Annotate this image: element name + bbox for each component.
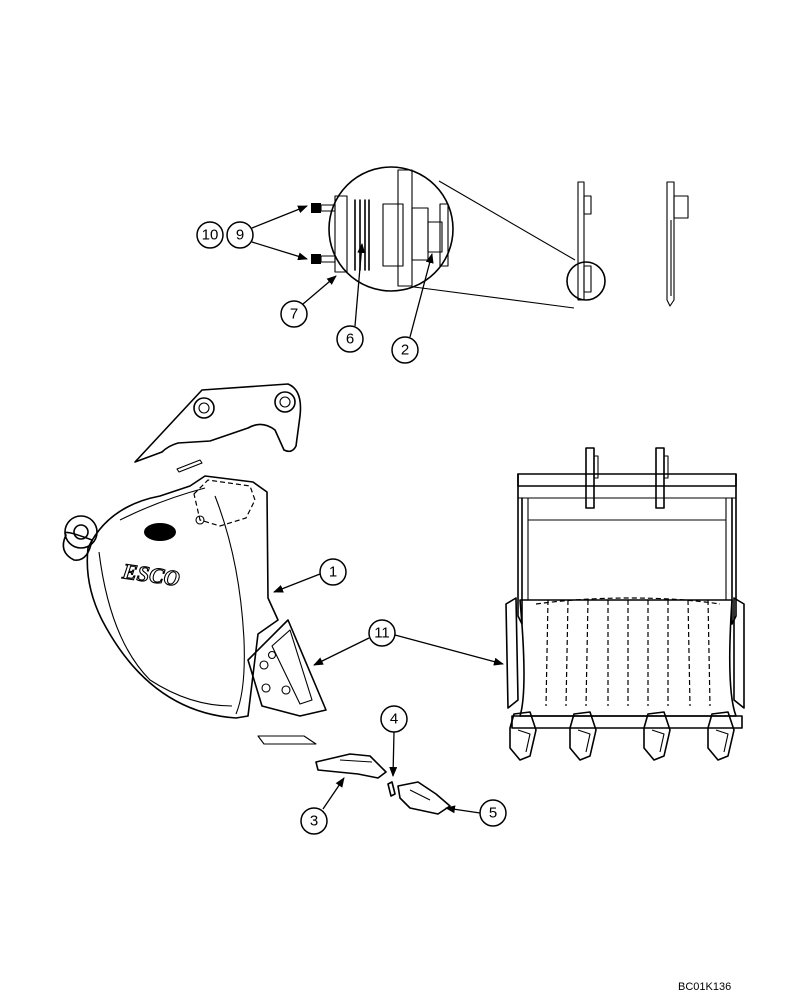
svg-text:5: 5 — [489, 805, 497, 822]
callout-10: 10 — [196, 221, 224, 249]
callout-9: 9 — [226, 221, 254, 249]
bolt-lower — [311, 254, 336, 264]
svg-text:2: 2 — [401, 342, 409, 359]
side-plate-front — [577, 181, 592, 301]
svg-text:10: 10 — [202, 227, 219, 244]
svg-text:1: 1 — [329, 564, 337, 581]
callout-7: 7 — [280, 300, 308, 328]
svg-text:11: 11 — [374, 625, 390, 642]
svg-text:3: 3 — [310, 813, 318, 830]
callout-6: 6 — [336, 325, 364, 353]
side-cutter — [247, 619, 327, 717]
drawing-code: BC01K136 — [678, 981, 731, 993]
svg-text:4: 4 — [390, 711, 398, 728]
bucket-side-view: ESCO 1 — [62, 383, 347, 745]
svg-text:7: 7 — [290, 306, 298, 323]
callout-2: 2 — [391, 336, 419, 364]
callout-11: 11 — [368, 619, 396, 647]
side-cutter-detail: 10 9 7 6 2 — [196, 166, 689, 364]
bolt-upper — [311, 203, 336, 213]
bucket-front-view: 11 — [313, 447, 745, 761]
callout-3: 3 — [300, 807, 328, 835]
front-teeth — [509, 711, 735, 761]
callout-5: 5 — [479, 799, 507, 827]
callout-4: 4 — [380, 705, 408, 733]
callout-1: 1 — [319, 558, 347, 586]
tooth-parts: 3 4 5 — [300, 705, 507, 835]
side-plate-side — [666, 181, 689, 307]
svg-text:9: 9 — [236, 227, 244, 244]
logo-decal: ESCO — [119, 558, 182, 592]
svg-text:ESCO: ESCO — [120, 558, 181, 591]
svg-text:6: 6 — [346, 331, 354, 348]
